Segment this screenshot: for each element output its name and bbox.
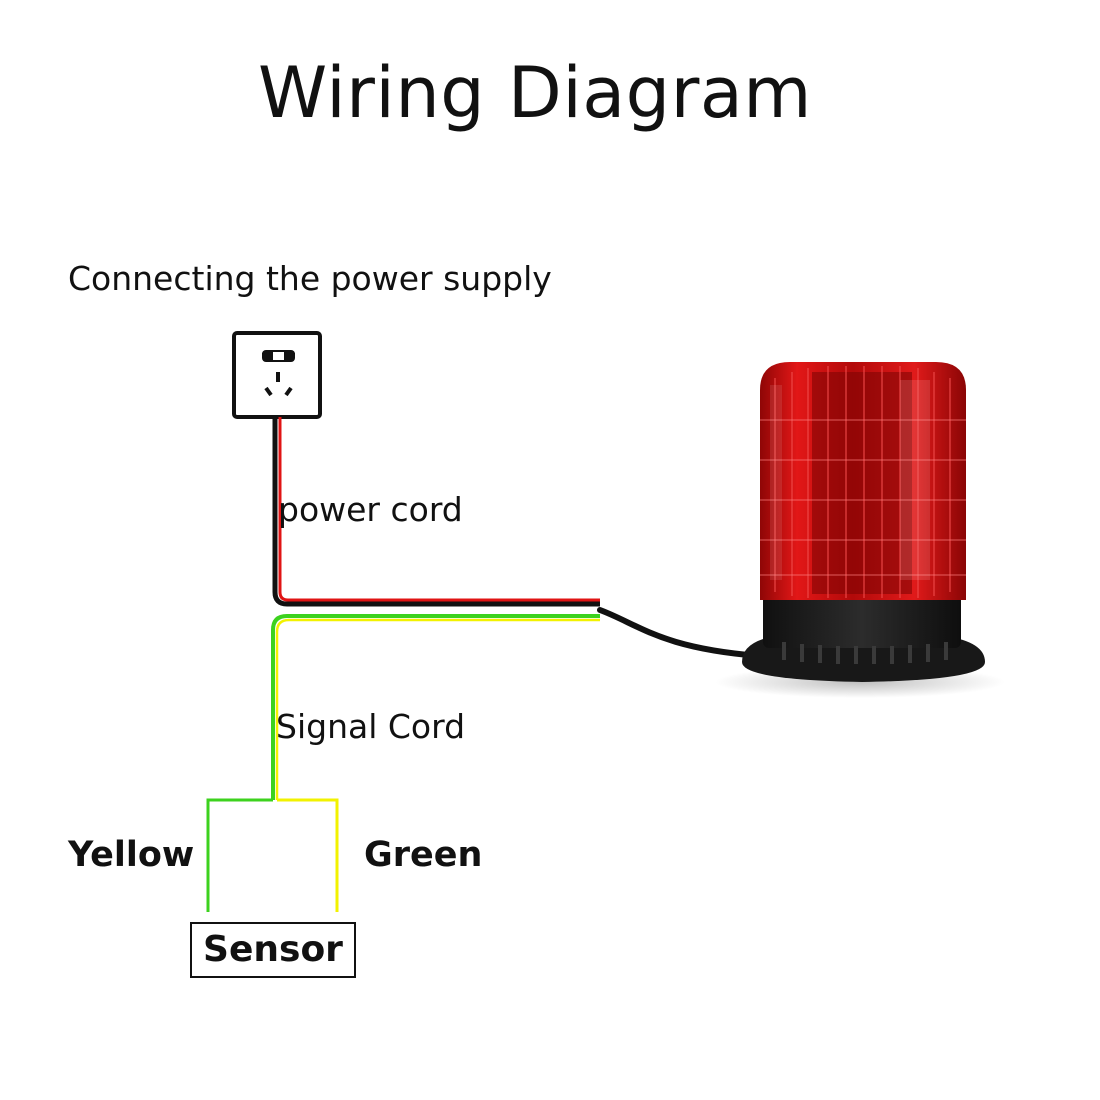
red-warning-beacon: [715, 362, 1005, 698]
green-wire-branch: [206, 798, 273, 912]
power-cord-label: power cord: [278, 490, 463, 529]
sensor-box: Sensor: [190, 922, 356, 978]
sensor-label: Sensor: [203, 929, 343, 970]
signal-cord-label: Signal Cord: [276, 707, 466, 746]
power-cord-wire: [272, 417, 600, 607]
diagram-title: Wiring Diagram: [258, 52, 812, 134]
yellow-wire-label: Yellow: [68, 835, 195, 875]
power-socket-icon: [232, 331, 322, 419]
yellow-wire-branch: [277, 798, 339, 912]
signal-cord-wire: [271, 614, 600, 800]
power-supply-heading: Connecting the power supply: [68, 259, 552, 298]
green-wire-label: Green: [364, 835, 483, 875]
beacon-cable: [597, 607, 763, 659]
